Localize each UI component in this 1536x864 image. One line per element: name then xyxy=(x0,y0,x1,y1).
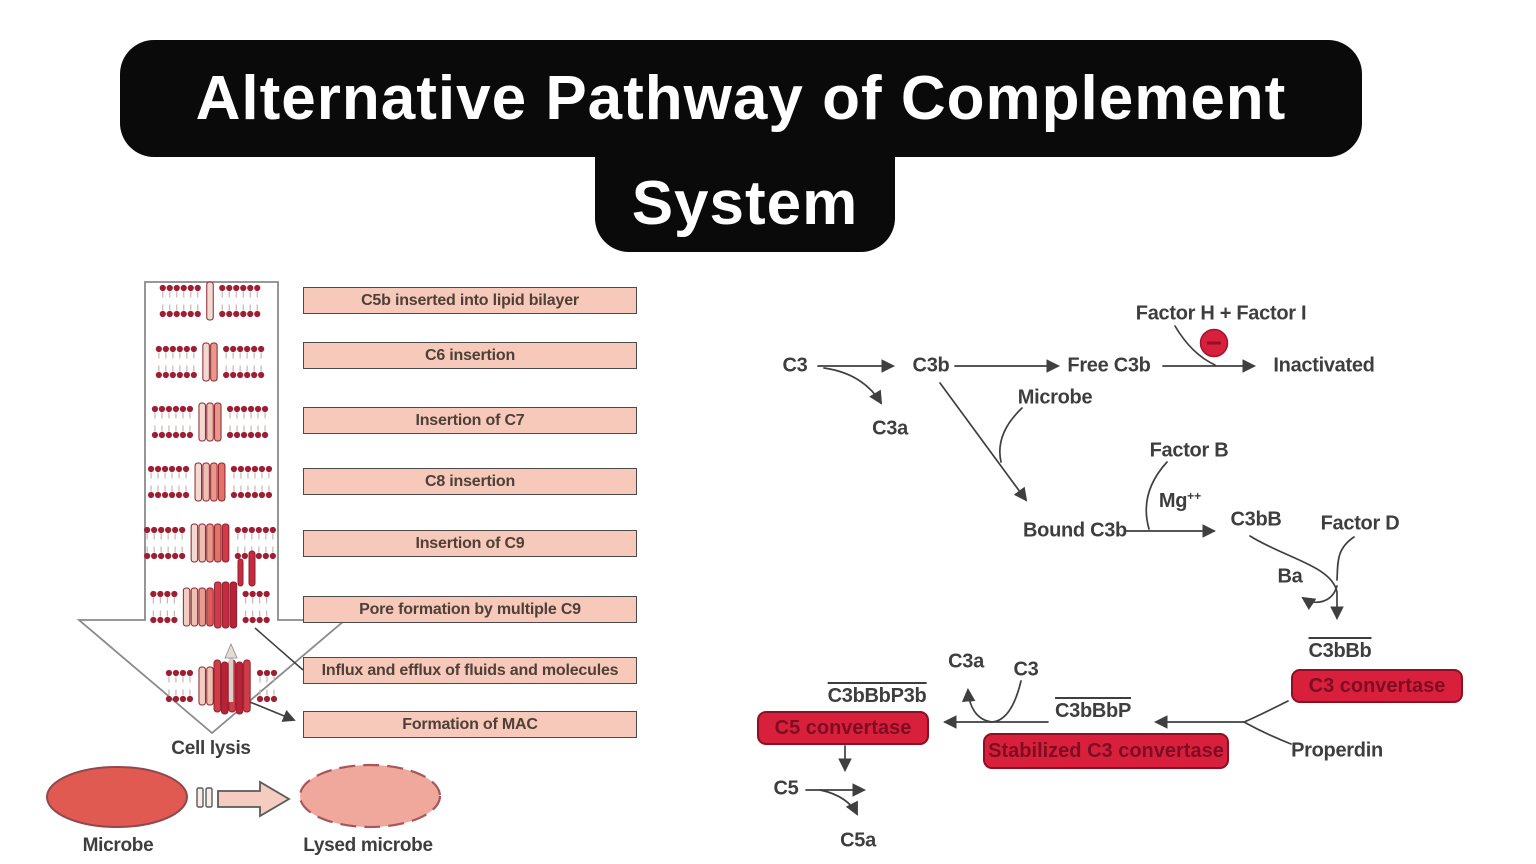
node-c3bb: C3bB xyxy=(1230,508,1282,531)
step-box-influx: Influx and efflux of fluids and molecule… xyxy=(303,657,637,684)
lysed-microbe-ellipse xyxy=(298,763,442,829)
page-title-line2: System xyxy=(631,169,859,238)
step-box-c6: C6 insertion xyxy=(303,342,637,369)
arrow-to-c5a xyxy=(819,789,858,816)
efflux-arrow-head xyxy=(224,642,238,659)
step-box-c9: Insertion of C9 xyxy=(303,530,637,557)
properdin-merge-top xyxy=(1243,700,1289,723)
node-c5: C5 xyxy=(773,777,799,800)
factor-d-curve xyxy=(1336,536,1355,581)
node-c3a-mid: C3a xyxy=(948,650,984,673)
node-c3a-top: C3a xyxy=(872,417,908,440)
mac-arrow xyxy=(244,699,296,722)
node-c3-mid: C3 xyxy=(1013,658,1039,681)
lysis-block-arrow xyxy=(217,780,291,818)
node-factor-b: Factor B xyxy=(1149,439,1229,462)
mac-pore-chip xyxy=(196,787,204,808)
c3-substrate-curve xyxy=(961,680,1022,723)
factor-b-curve xyxy=(1145,461,1168,530)
step-box-c5b: C5b inserted into lipid bilayer xyxy=(303,287,637,314)
membrane-step-7 xyxy=(165,642,278,715)
membrane-step-2 xyxy=(155,342,265,382)
stabilized-c3-convertase-box: Stabilized C3 convertase xyxy=(983,733,1229,769)
c5-convertase-box: C5 convertase xyxy=(757,711,929,745)
node-c3: C3 xyxy=(782,354,808,377)
node-c3bbb: C3bBb xyxy=(1308,637,1372,663)
step-box-mac: Formation of MAC xyxy=(303,711,637,738)
mac-pore-chip xyxy=(205,787,213,808)
pathway-flow-graphic xyxy=(805,325,1355,816)
lysed-microbe-label: Lysed microbe xyxy=(303,835,433,856)
step-box-pore: Pore formation by multiple C9 xyxy=(303,596,637,623)
membrane-step-3 xyxy=(151,402,269,442)
influx-connector-line xyxy=(254,627,304,671)
membrane-step-4 xyxy=(147,462,273,502)
microbe-curve xyxy=(999,407,1023,463)
node-microbe: Microbe xyxy=(1017,386,1093,409)
cell-lysis-label: Cell lysis xyxy=(171,738,251,759)
membrane-step-6 xyxy=(150,550,270,629)
arrow-to-c3a xyxy=(823,367,883,405)
title-banner-tab: System xyxy=(595,155,895,252)
node-ba: Ba xyxy=(1277,565,1303,588)
node-free-c3b: Free C3b xyxy=(1067,354,1151,377)
factor-h-i-curve xyxy=(1174,325,1216,366)
node-c3bbbp3b: C3bBbP3b xyxy=(827,682,927,708)
title-banner: Alternative Pathway of Complement xyxy=(120,40,1362,157)
arrow-ba-release xyxy=(1301,585,1338,611)
membrane-step-5 xyxy=(144,523,276,563)
node-properdin: Properdin xyxy=(1291,739,1383,762)
mac-formation-graphic xyxy=(46,281,442,829)
down-arrow-outline xyxy=(76,281,348,735)
membrane-step-1 xyxy=(159,281,261,321)
microbe-label: Microbe xyxy=(82,835,154,856)
node-factor-h-i: Factor H + Factor I xyxy=(1135,302,1307,325)
membrane-steps-group xyxy=(144,281,278,715)
microbe-ellipse xyxy=(46,766,188,828)
properdin-merge-bottom xyxy=(1243,721,1292,745)
node-inactivated: Inactivated xyxy=(1273,354,1375,377)
node-factor-d: Factor D xyxy=(1320,512,1400,535)
node-c3b: C3b xyxy=(912,354,950,377)
node-bound-c3b: Bound C3b xyxy=(1023,519,1127,542)
arrow-c3b-to-boundc3b xyxy=(939,382,1028,502)
node-c5a: C5a xyxy=(840,829,876,852)
node-c3bbbp: C3bBbP xyxy=(1055,697,1131,723)
step-box-c7: Insertion of C7 xyxy=(303,407,637,434)
node-mg: Mg++ xyxy=(1158,489,1202,512)
page-title-line1: Alternative Pathway of Complement xyxy=(195,64,1287,133)
c3-convertase-box: C3 convertase xyxy=(1291,669,1463,703)
step-box-c8: C8 insertion xyxy=(303,468,637,495)
